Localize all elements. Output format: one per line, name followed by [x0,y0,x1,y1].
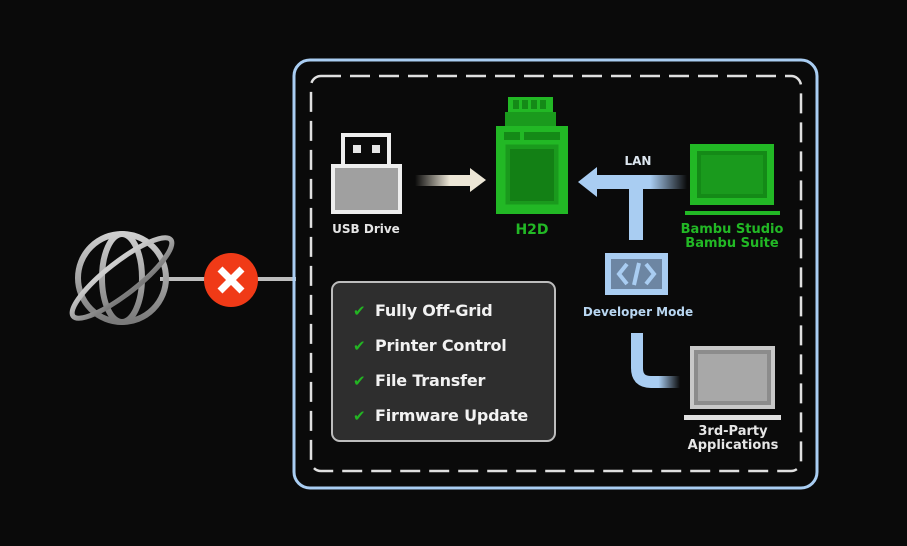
bambu-suite-label: Bambu Suite [685,236,779,251]
lan-arrow [578,167,687,240]
local-network-boundary [292,58,819,490]
developer-to-third-party-connector [631,333,680,388]
checkmark-icon: ✔ [353,301,366,320]
features-panel: ✔ Fully Off-Grid ✔ Printer Control ✔ Fil… [331,281,556,442]
lan-label: LAN [624,154,652,168]
bambu-studio-label: Bambu Studio [680,222,784,237]
feature-label: File Transfer [375,371,486,390]
usb-drive-label: USB Drive [332,222,400,236]
feature-item: ✔ Fully Off-Grid [353,301,493,320]
feature-label: Fully Off-Grid [375,301,493,320]
feature-item: ✔ File Transfer [353,371,485,390]
third-party-laptop-icon [684,346,781,420]
checkmark-icon: ✔ [353,336,366,355]
globe-icon [69,231,175,325]
third-party-label-line2: Applications [687,438,779,453]
checkmark-icon: ✔ [353,371,366,390]
feature-item: ✔ Printer Control [353,336,507,355]
bambu-studio-laptop-icon [685,144,780,215]
usb-drive-icon [331,133,402,214]
feature-label: Firmware Update [375,406,529,425]
blocked-x-icon [204,253,258,307]
developer-mode-label: Developer Mode [582,305,694,319]
code-icon [605,253,668,295]
h2d-printer-icon [496,97,568,214]
checkmark-icon: ✔ [353,406,366,425]
offline-zone-dashed-border [309,74,803,473]
feature-label: Printer Control [375,336,507,355]
usb-to-printer-arrow [415,168,486,192]
feature-item: ✔ Firmware Update [353,406,528,425]
third-party-label-line1: 3rd-Party [698,424,768,439]
h2d-label: H2D [515,222,549,238]
